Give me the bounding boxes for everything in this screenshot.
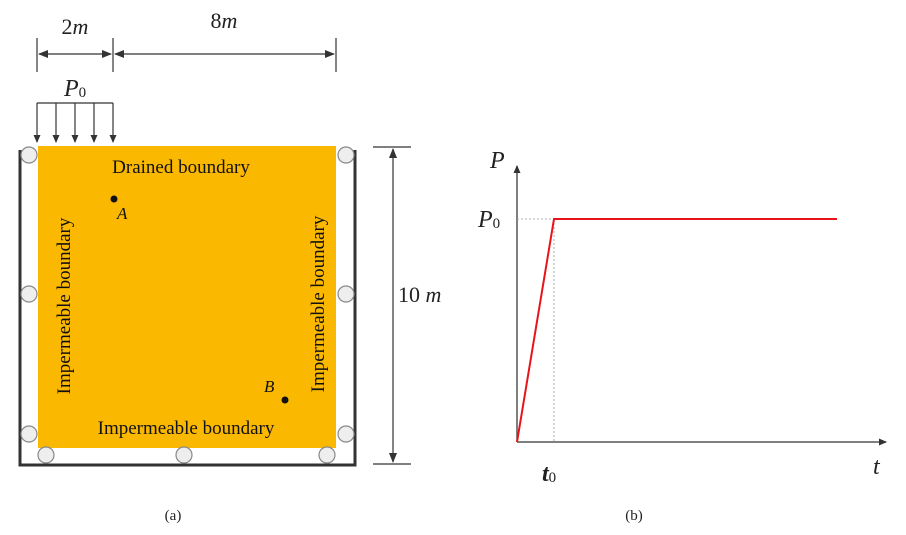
load-arrows: [33, 102, 117, 143]
container-frame: [18, 150, 357, 467]
left-boundary-label: Impermeable boundary: [54, 217, 75, 394]
point-a-label: A: [116, 204, 128, 223]
y-tick-label: P0: [477, 207, 500, 233]
panel-a: 2m 8m P0 Drained: [18, 8, 441, 524]
roller-supports: [20, 146, 355, 464]
caption-b: (b): [625, 508, 643, 524]
load-curve: [516, 218, 837, 443]
y-axis-label: P: [489, 148, 505, 174]
dim-label-8m: 8m: [211, 8, 238, 33]
dim-label-height: 10 m: [398, 282, 441, 307]
x-axis-label: t: [873, 454, 881, 480]
dim-label-2m: 2m: [62, 14, 89, 39]
x-tick-label: t0: [542, 461, 556, 487]
soil-domain: [38, 146, 336, 448]
point-a-marker: [110, 195, 118, 203]
top-boundary-label: Drained boundary: [112, 157, 250, 178]
panel-b: P t P0 t0 (b): [477, 148, 887, 524]
right-boundary-label: Impermeable boundary: [308, 215, 329, 392]
load-label: P0: [63, 76, 86, 102]
point-b-marker: [281, 396, 289, 404]
bottom-boundary-label: Impermeable boundary: [98, 418, 275, 439]
caption-a: (a): [165, 508, 182, 524]
point-b-label: B: [264, 377, 275, 396]
